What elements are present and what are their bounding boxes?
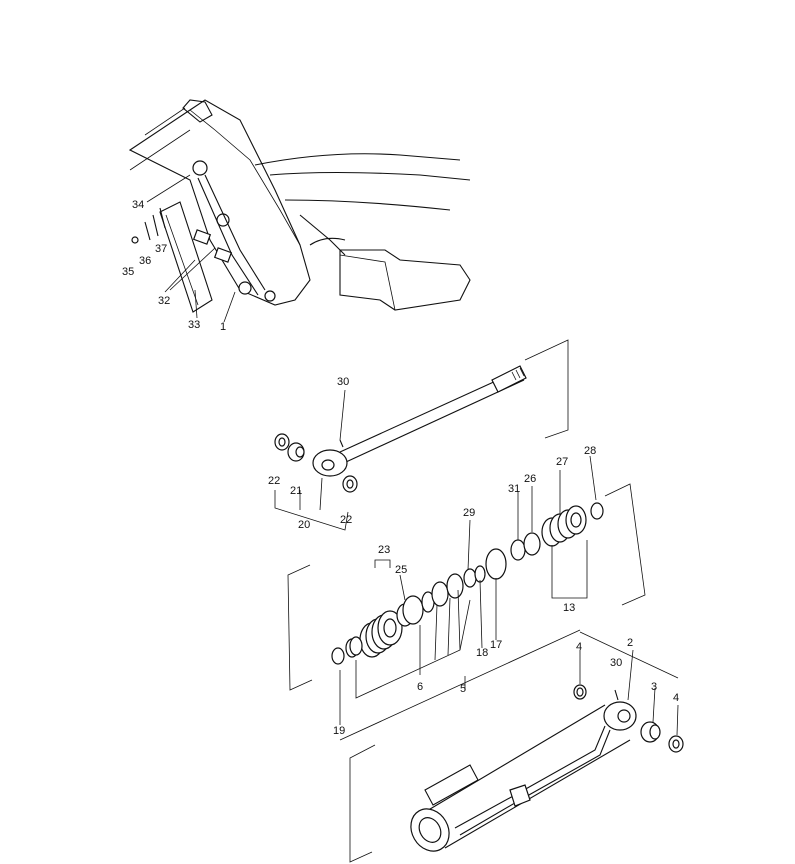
callout-2: 2 xyxy=(627,637,633,649)
callout-37: 37 xyxy=(155,243,167,255)
callout-13: 13 xyxy=(563,602,575,614)
callout-4-left: 4 xyxy=(576,641,582,653)
callout-26: 26 xyxy=(524,473,536,485)
callout-1: 1 xyxy=(220,321,226,333)
callout-labels: 34 37 36 35 32 33 1 30 22 21 20 22 29 31… xyxy=(122,199,679,737)
callout-20: 20 xyxy=(298,519,310,531)
callout-28: 28 xyxy=(584,445,596,457)
callout-30-rod: 30 xyxy=(337,376,349,388)
callout-3: 3 xyxy=(651,681,657,693)
callout-34: 34 xyxy=(132,199,144,211)
callout-31: 31 xyxy=(508,483,520,495)
callout-23: 23 xyxy=(378,544,390,556)
callout-21: 21 xyxy=(290,485,302,497)
callout-32: 32 xyxy=(158,295,170,307)
callout-29: 29 xyxy=(463,507,475,519)
callout-27: 27 xyxy=(556,456,568,468)
callout-35: 35 xyxy=(122,266,134,278)
piston-seal-parts-illustration xyxy=(287,455,646,741)
callout-22-right: 22 xyxy=(340,514,352,526)
callout-18: 18 xyxy=(476,647,488,659)
boom-assembly-illustration xyxy=(128,99,471,323)
cylinder-tube-illustration xyxy=(349,631,684,863)
callout-6: 6 xyxy=(417,681,423,693)
callout-33: 33 xyxy=(188,319,200,331)
callout-22-left: 22 xyxy=(268,475,280,487)
callout-30-tube: 30 xyxy=(610,657,622,669)
callout-17: 17 xyxy=(490,639,502,651)
callout-36: 36 xyxy=(139,255,151,267)
callout-25: 25 xyxy=(395,564,407,576)
callout-4-right: 4 xyxy=(673,692,679,704)
callout-5: 5 xyxy=(460,683,466,695)
callout-19: 19 xyxy=(333,725,345,737)
piston-rod-illustration xyxy=(274,339,569,531)
